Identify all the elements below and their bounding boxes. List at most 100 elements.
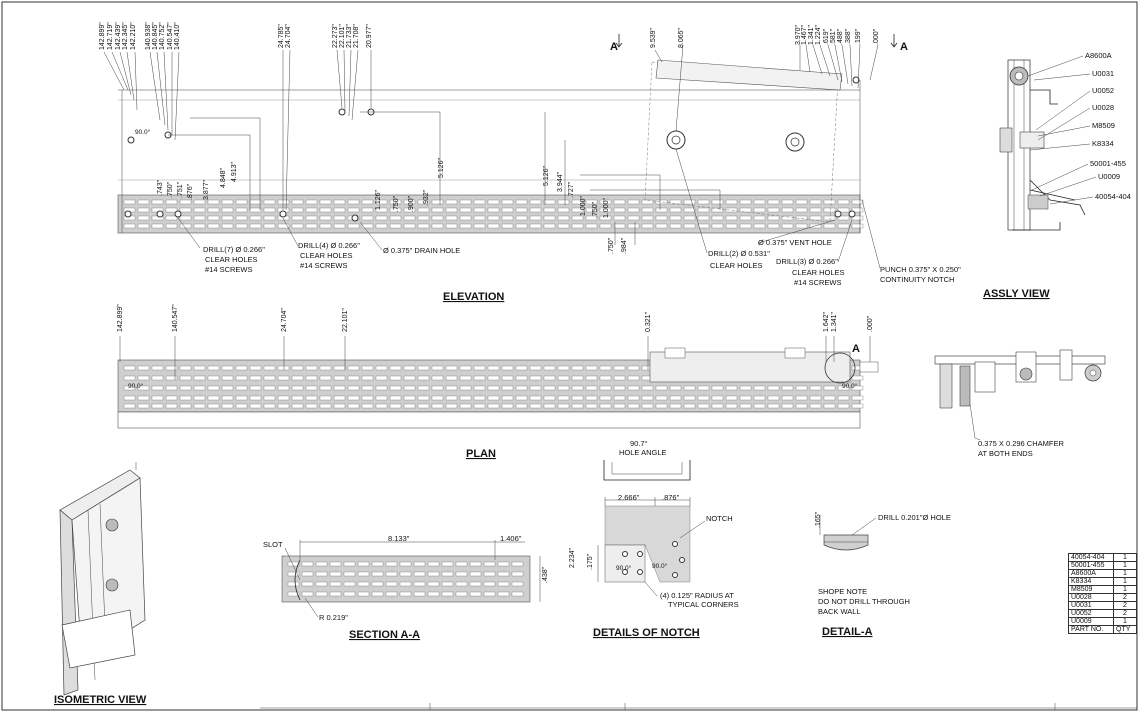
assy-callout-u0009: U0009: [1098, 172, 1120, 181]
elev-dim-left: 142.210": [130, 22, 137, 50]
bom-part: 50001-455: [1068, 561, 1114, 570]
elev-vertical-dim: .750": [393, 195, 400, 212]
elev-vertical-dim: 5.126": [438, 157, 445, 178]
bom-part: U0052: [1068, 609, 1114, 618]
section-slots: [287, 561, 524, 597]
bom-qty: 2: [1113, 593, 1137, 602]
section-end-dim: 1.406": [500, 534, 522, 543]
elev-dim-right-b: .000": [873, 28, 880, 45]
elev-dim-right-a: 8.065": [678, 27, 685, 48]
elev-dim-left: 142.719": [107, 22, 114, 50]
note-drill4-line2: CLEAR HOLES: [300, 251, 353, 260]
elev-vertical-dim: .750": [608, 237, 615, 254]
elev-vertical-dim: 1.000": [603, 197, 610, 218]
plan-view: A 142.899"140.547"24.704"22.101"0.321"1.…: [117, 304, 879, 460]
note-punch-line2: CONTINUITY NOTCH: [880, 275, 954, 284]
notch-height-2: .175": [587, 553, 594, 570]
assy-callout-k8334: K8334: [1092, 139, 1114, 148]
elevation-top-dims: 142.899"142.719"142.439"142.345"142.210"…: [99, 22, 880, 50]
section-marker-right: A: [900, 41, 908, 53]
view-title-isometric: ISOMETRIC VIEW: [54, 694, 147, 706]
elev-vertical-dim: .750": [592, 201, 599, 218]
elev-vertical-dim: 1.000": [580, 195, 587, 216]
view-title-detail-a: DETAIL-A: [822, 626, 873, 638]
note-drill3-line1: DRILL(3) Ø 0.266": [776, 257, 838, 266]
plan-dim: 22.101": [342, 308, 349, 332]
elev-dim-left: 140.845": [152, 22, 159, 50]
elev-dim-right-b: .388": [845, 28, 852, 45]
view-title-assy: ASSLY VIEW: [983, 288, 1050, 300]
assy-callout-m8509: M8509: [1092, 121, 1115, 130]
bom-part: M8509: [1068, 585, 1114, 594]
elevation-view: .743".750".751".876"3.877"4.848"4.913"1.…: [99, 22, 961, 303]
elev-vertical-dim: .984": [621, 237, 628, 254]
notch-hole-angle-label: HOLE ANGLE: [619, 448, 667, 457]
bom-qty: 1: [1113, 617, 1137, 626]
notch-label: NOTCH: [706, 514, 733, 523]
detail-a-note-line2: BACK WALL: [818, 607, 861, 616]
plan-dim: .000": [867, 315, 874, 332]
elev-dim-left: 140.410": [174, 22, 181, 50]
plan-dim: 24.704": [281, 308, 288, 332]
notch-angle-2: 90.0°: [652, 562, 668, 570]
elev-vertical-dim: 1.126": [375, 189, 382, 210]
elev-vertical-dim: 3.944": [557, 171, 564, 192]
bom-qty: 1: [1113, 577, 1137, 586]
plan-dim: 1.341": [831, 311, 838, 332]
elevation-tilted-panel: [644, 61, 839, 223]
detail-a-note-line1: DO NOT DRILL THROUGH: [818, 597, 910, 606]
section-a-a-view: SLOT 8.133" 1.406" .438" R 0.219" SECTIO…: [263, 534, 549, 641]
bom-header-row: PART NO. QTY: [1068, 625, 1137, 634]
section-length-dim: 8.133": [388, 534, 410, 543]
assy-callout-u0031: U0031: [1092, 69, 1114, 78]
elev-dim-right-b: 1.467": [801, 24, 808, 45]
bom-qty: 1: [1113, 553, 1137, 562]
notch-radius-line2: TYPICAL CORNERS: [668, 600, 739, 609]
bom-head-part: PART NO.: [1068, 625, 1114, 634]
notch-angle-1: 90.0°: [616, 564, 632, 572]
bom-part: U0009: [1068, 617, 1114, 626]
note-drill4-line3: #14 SCREWS: [300, 261, 348, 270]
elev-dim-mid: 20.977": [366, 24, 373, 48]
assy-chamfer-line2: AT BOTH ENDS: [978, 449, 1033, 458]
notch-hole-angle-value: 90.7°: [630, 439, 648, 448]
elev-dim-right-a: 9.539": [650, 27, 657, 48]
bom-qty: 1: [1113, 561, 1137, 570]
bom-qty: 2: [1113, 609, 1137, 618]
elev-dim-right-b: 3.970": [795, 24, 802, 45]
view-title-notch: DETAILS OF NOTCH: [593, 627, 700, 639]
elev-dim-right-b: 1.341": [808, 24, 815, 45]
elev-vertical-dim: 5.126": [543, 165, 550, 186]
elev-dim-left: 140.938": [145, 22, 152, 50]
elev-dim-right-b: 1.224": [815, 24, 822, 45]
assy-callout-u0028: U0028: [1092, 103, 1114, 112]
elev-dim-right-b: .619": [823, 28, 830, 45]
arrow-down-icon: [615, 34, 623, 48]
note-drill2-line1: DRILL(2) Ø 0.531": [708, 249, 770, 258]
plan-detail-marker: A: [852, 343, 860, 355]
plan-dim: 0.321": [645, 311, 652, 332]
detail-a-note-title: SHOPE NOTE: [818, 587, 867, 596]
elev-dim-left: 140.547": [167, 22, 174, 50]
note-drill7-line1: DRILL(7) Ø 0.266": [203, 245, 265, 254]
bom-head-qty: QTY: [1113, 625, 1137, 634]
view-title-section: SECTION A-A: [349, 629, 420, 641]
note-drill7-line3: #14 SCREWS: [205, 265, 253, 274]
assy-callout-50001-455: 50001-455: [1090, 159, 1126, 168]
section-height-dim: .438": [542, 566, 549, 583]
elev-dim-mid: 21.708": [353, 24, 360, 48]
plan-detail-circle: [824, 352, 856, 384]
bom-part: 40054-404: [1068, 553, 1114, 562]
elev-dim-mid: 21.733": [346, 24, 353, 48]
note-drill3-line2: CLEAR HOLES: [792, 268, 845, 277]
elev-dim-left: 140.752": [159, 22, 166, 50]
